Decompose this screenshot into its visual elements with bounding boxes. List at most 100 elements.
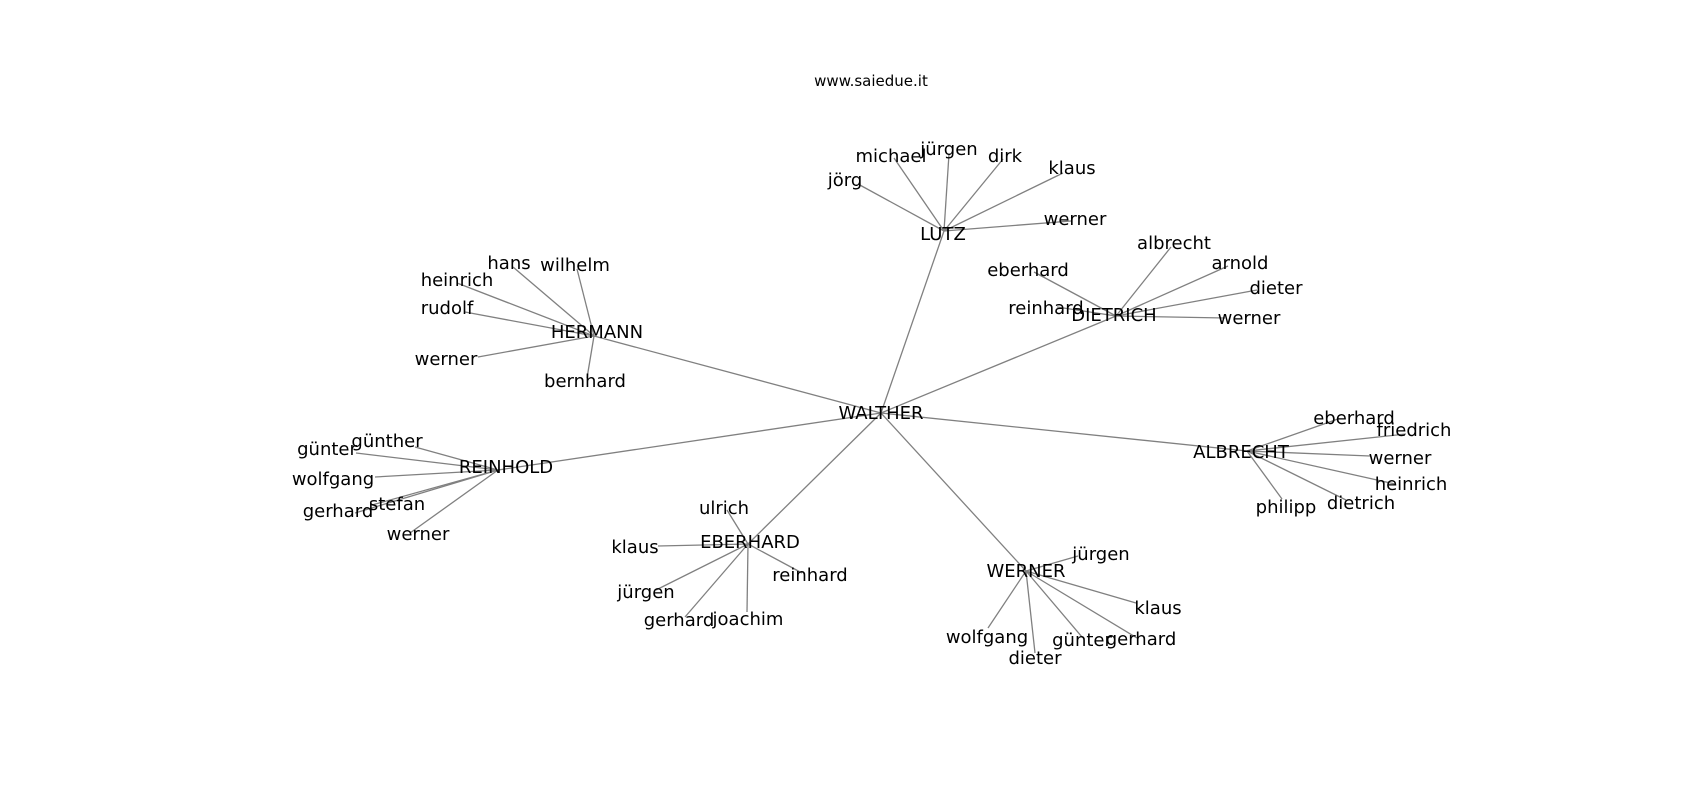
node-label-albrecht-eberhard: eberhard: [1313, 408, 1395, 429]
edge-lutz-lutz_jorg: [857, 183, 945, 232]
edge-hermann-hermann_heinrich: [456, 282, 595, 337]
edge-werner-werner_wolfgang: [987, 570, 1027, 629]
edge-dietrich-dietrich_reinhard: [1056, 306, 1117, 317]
node-label-werner-gunter: günter: [1052, 630, 1112, 651]
node-label-reinhold: REINHOLD: [459, 457, 553, 478]
node-label-dietrich-reinhard: reinhard: [1008, 298, 1083, 319]
edge-werner-werner_dieter: [1025, 570, 1036, 654]
edge-albrecht-albrecht_eberhard: [1246, 418, 1339, 452]
edge-reinhold-reinhold_gerhard: [354, 469, 499, 514]
edge-walther-albrecht: [880, 412, 1248, 452]
edge-hermann-hermann_wilhelm: [576, 268, 595, 337]
node-label-lutz-jurgen: jürgen: [919, 139, 977, 160]
node-label-hermann-hans: hans: [487, 253, 530, 274]
node-label-hermann-bernhard: bernhard: [544, 371, 626, 392]
edge-lutz-lutz_klaus: [943, 172, 1064, 232]
node-label-hermann-rudolf: rudolf: [421, 298, 474, 319]
edge-lutz-lutz_jurgen: [943, 153, 950, 232]
edge-reinhold-reinhold_wolfgang: [374, 469, 499, 478]
node-label-reinhold-stefan: stefan: [369, 494, 425, 515]
node-label-lutz-klaus: klaus: [1048, 158, 1095, 179]
node-label-werner: WERNER: [986, 561, 1065, 582]
node-label-albrecht-philipp: philipp: [1256, 497, 1317, 518]
edge-walther-reinhold: [497, 412, 882, 471]
edge-eberhard-eberhard_reinhard: [747, 543, 803, 574]
edge-lutz-lutz_werner: [943, 220, 1072, 232]
node-label-albrecht-friedrich: friedrich: [1377, 420, 1452, 441]
edge-lutz-lutz_michael: [893, 157, 945, 232]
node-label-werner-klaus: klaus: [1134, 598, 1181, 619]
edge-eberhard-eberhard_joachim: [746, 543, 749, 613]
node-label-dietrich-eberhard: eberhard: [987, 260, 1069, 281]
node-label-hermann-heinrich: heinrich: [421, 270, 494, 291]
edge-eberhard-eberhard_ulrich: [726, 509, 749, 545]
node-label-hermann-wilhelm: wilhelm: [540, 255, 610, 276]
edge-dietrich-dietrich_dieter: [1115, 289, 1258, 317]
node-label-eberhard-klaus: klaus: [611, 537, 658, 558]
node-label-reinhold-gunter: günter: [297, 439, 357, 460]
edge-walther-dietrich: [880, 315, 1117, 414]
node-label-dietrich-albrecht: albrecht: [1137, 233, 1211, 254]
edge-walther-lutz: [880, 230, 945, 414]
edge-walther-eberhard: [747, 412, 882, 545]
node-label-reinhold-gunther: günther: [351, 431, 423, 452]
edge-albrecht-albrecht_friedrich: [1246, 433, 1407, 452]
edges-layer: [354, 153, 1407, 654]
node-label-dietrich: DIETRICH: [1071, 305, 1156, 326]
node-label-lutz-werner: werner: [1044, 209, 1107, 230]
edge-reinhold-reinhold_gunther: [414, 446, 499, 471]
edge-dietrich-dietrich_albrecht: [1115, 246, 1172, 317]
edge-albrecht-albrecht_dietrich: [1246, 450, 1347, 501]
node-label-albrecht-werner: werner: [1369, 448, 1432, 469]
edge-hermann-hermann_hans: [512, 266, 595, 337]
node-label-eberhard: EBERHARD: [700, 532, 800, 553]
node-label-werner-wolfgang: wolfgang: [946, 627, 1028, 648]
edge-dietrich-dietrich_arnold: [1115, 265, 1229, 317]
node-label-reinhold-wolfgang: wolfgang: [292, 469, 374, 490]
node-label-eberhard-jurgen: jürgen: [616, 582, 674, 603]
edge-hermann-hermann_rudolf: [464, 311, 595, 337]
edge-albrecht-albrecht_heinrich: [1246, 450, 1396, 485]
node-label-dietrich-werner: werner: [1218, 308, 1281, 329]
node-label-werner-jurgen: jürgen: [1071, 544, 1129, 565]
node-label-albrecht-dietrich: dietrich: [1327, 493, 1395, 514]
edge-albrecht-albrecht_philipp: [1246, 450, 1283, 500]
edge-reinhold-reinhold_gunter: [355, 452, 499, 471]
edge-walther-werner: [880, 412, 1027, 572]
edge-werner-werner_gerhard: [1025, 570, 1138, 639]
node-label-hermann: HERMANN: [551, 322, 643, 343]
node-label-reinhold-gerhard: gerhard: [303, 501, 374, 522]
node-label-eberhard-gerhard: gerhard: [644, 610, 715, 631]
labels-layer: WALTHER LUTZ DIETRICH HERMANN REINHOLD ALBREC…: [292, 139, 1452, 669]
edge-eberhard-eberhard_gerhard: [684, 543, 749, 618]
node-label-eberhard-joachim: joachim: [712, 609, 784, 630]
edge-albrecht-albrecht_werner: [1246, 450, 1371, 457]
node-label-dietrich-arnold: arnold: [1212, 253, 1269, 274]
node-label-albrecht: ALBRECHT: [1193, 442, 1290, 463]
edge-werner-werner_klaus: [1025, 570, 1137, 604]
edge-dietrich-dietrich_eberhard: [1033, 271, 1117, 317]
node-label-albrecht-heinrich: heinrich: [1375, 474, 1448, 495]
node-label-lutz-jorg: jörg: [827, 170, 863, 191]
node-label-walther: WALTHER: [838, 403, 923, 424]
node-label-eberhard-ulrich: ulrich: [699, 498, 749, 519]
edge-eberhard-eberhard_klaus: [657, 543, 749, 547]
edge-hermann-hermann_bernhard: [586, 335, 595, 379]
edge-werner-werner_gunter: [1025, 570, 1083, 638]
edge-walther-hermann: [593, 335, 882, 414]
node-label-lutz-michael: michael: [856, 146, 927, 167]
graph-title: www.saiedue.it: [814, 72, 928, 90]
node-label-reinhold-werner: werner: [387, 524, 450, 545]
node-label-dietrich-dieter: dieter: [1249, 278, 1303, 299]
node-label-eberhard-reinhard: reinhard: [772, 565, 847, 586]
edge-reinhold-reinhold_werner: [409, 469, 499, 534]
node-label-werner-gerhard: gerhard: [1106, 629, 1177, 650]
edge-hermann-hermann_werner: [477, 335, 595, 358]
edge-dietrich-dietrich_werner: [1115, 315, 1226, 319]
node-label-lutz: LUTZ: [920, 224, 966, 245]
node-label-lutz-dirk: dirk: [988, 146, 1023, 167]
edge-werner-werner_jurgen: [1025, 555, 1079, 572]
node-label-hermann-werner: werner: [415, 349, 478, 370]
node-label-werner-dieter: dieter: [1008, 648, 1062, 669]
